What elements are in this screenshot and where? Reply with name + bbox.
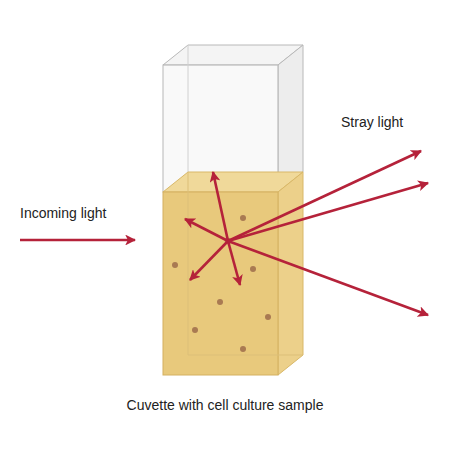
cuvette-glass [163, 45, 303, 192]
incoming-light-label: Incoming light [20, 205, 106, 222]
cell-culture-sample [163, 172, 303, 375]
light-arrows [20, 151, 428, 315]
cells [172, 215, 271, 352]
caption: Cuvette with cell culture sample [127, 397, 324, 414]
stray-light-label: Stray light [341, 114, 403, 131]
